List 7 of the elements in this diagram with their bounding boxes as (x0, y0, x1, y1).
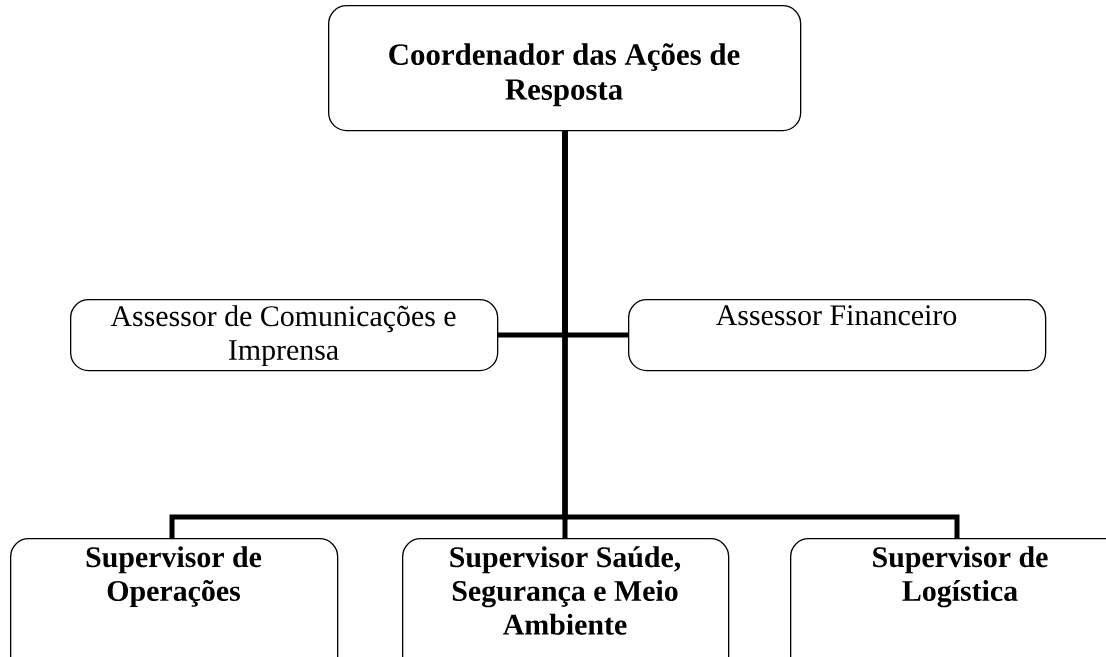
role-box: Assessor de Comunicações e Imprensa (70, 299, 499, 372)
role-box: Supervisor de Logística (790, 538, 1106, 657)
title-box: Coordenador das Ações de Resposta (328, 5, 802, 132)
role-box: Assessor Financeiro (628, 299, 1047, 372)
role-box: Supervisor de Operações (10, 538, 339, 657)
role-box: Supervisor Saúde, Segurança e Meio Ambiente (402, 538, 730, 657)
connector-line (562, 130, 960, 538)
